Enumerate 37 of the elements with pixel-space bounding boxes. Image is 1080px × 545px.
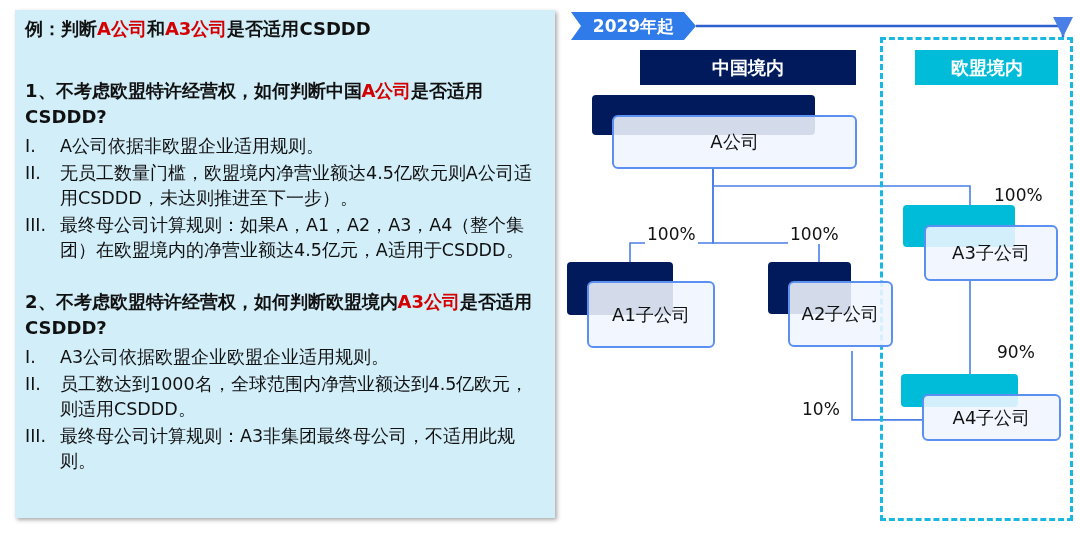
banner-text: 2029年起 — [592, 14, 675, 38]
list-marker: I. — [25, 346, 37, 369]
region-header: 中国境内 — [640, 50, 856, 85]
company-box — [592, 95, 857, 169]
company-name: A1子公司 — [612, 302, 690, 327]
company-name: A2子公司 — [801, 302, 880, 326]
connector-line — [712, 168, 971, 206]
list-marker: III. — [25, 425, 48, 448]
region-header: 欧盟境内 — [915, 50, 1058, 85]
dashed-region — [880, 37, 1073, 521]
list-marker: III. — [25, 214, 48, 237]
question-heading: 2、不考虑欧盟特许经营权，如何判断欧盟境内A3公司是否适用CSDDD? — [25, 290, 533, 340]
list-item-text: 无员工数量门槛，欧盟境内净营业额达4.5亿欧元则A公司适用CSDDD，未达则推进至下一步）。 — [60, 162, 533, 210]
edge-label: 100% — [788, 224, 841, 244]
company-name: A公司 — [710, 130, 759, 154]
date-banner — [571, 12, 696, 40]
company-name: A4子公司 — [952, 405, 1031, 430]
company-box — [567, 262, 715, 348]
connector-line — [969, 280, 971, 375]
question-heading: 1、不考虑欧盟特许经营权，如何判断中国A公司是否适用CSDDD? — [25, 79, 485, 129]
company-box — [901, 374, 1061, 441]
timeline-arrow — [696, 17, 1073, 37]
edge-label: 100% — [645, 224, 698, 244]
list-item-text: 最终母公司计算规则：如果A，A1，A2，A3，A4（整个集团）在欧盟境内的净营业额达4.5亿元，A适用于CSDDD。 — [60, 214, 526, 262]
company-box — [768, 262, 893, 347]
info-panel — [15, 10, 555, 518]
list-marker: II. — [25, 162, 42, 185]
connector-line — [851, 350, 923, 421]
list-marker: II. — [25, 373, 42, 396]
list-marker: I. — [25, 135, 37, 158]
list-item-text: 员工数达到1000名，全球范围内净营业额达到4.5亿欧元，则适用CSDDD。 — [60, 373, 530, 421]
list-item-text: A3公司依据欧盟企业欧盟企业适用规则。 — [60, 346, 390, 369]
list-item-text: 最终母公司计算规则：A3非集团最终母公司，不适用此规则。 — [60, 425, 517, 473]
company-name: A3子公司 — [952, 241, 1030, 265]
company-box — [903, 205, 1058, 281]
list-item-text: A公司依据非欧盟企业适用规则。 — [60, 135, 324, 158]
example-heading: 例：判断A公司和A3公司是否适用CSDDD — [25, 17, 372, 41]
